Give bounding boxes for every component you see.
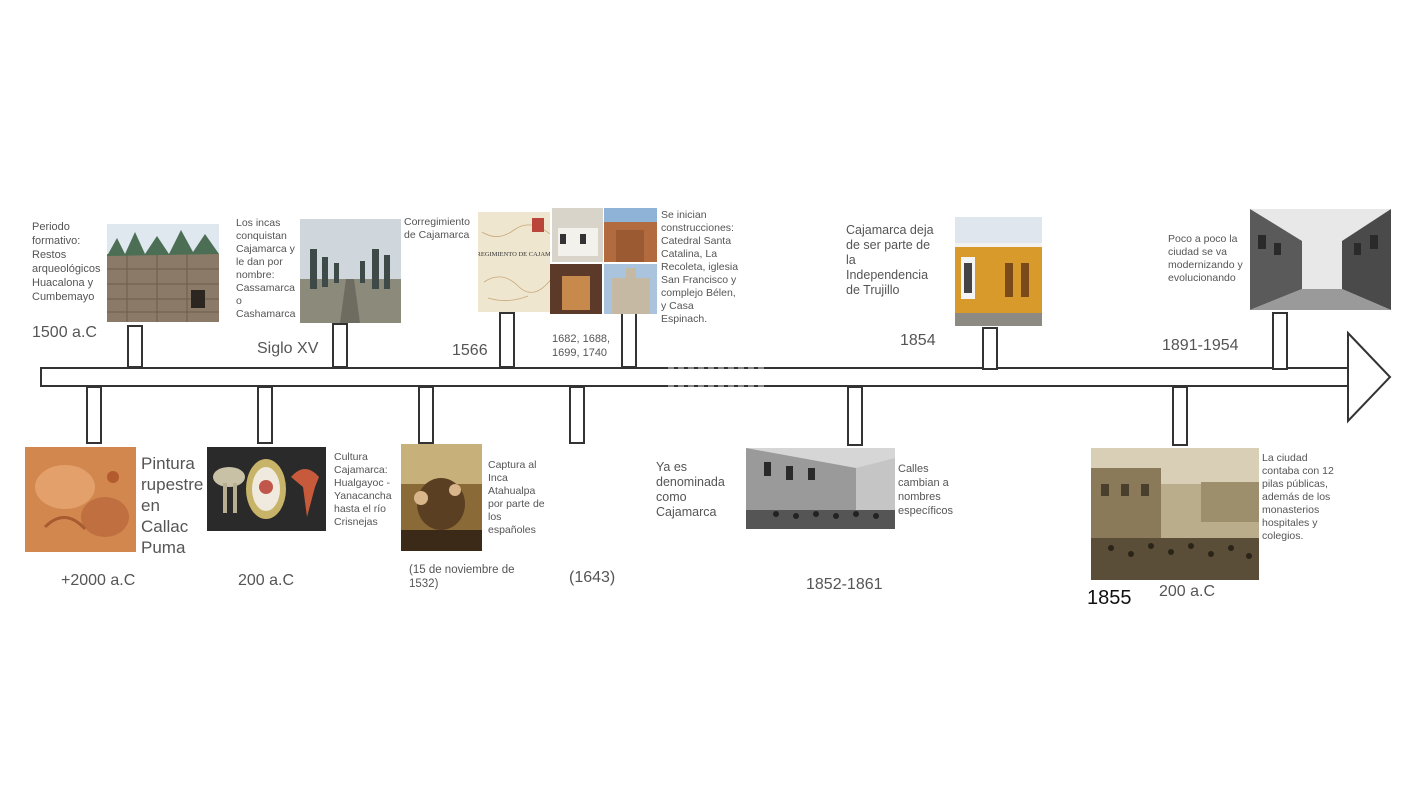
tick-bottom-1 [86, 386, 102, 444]
image-yellow-colonial-house [955, 217, 1042, 326]
event-top-2-date: Siglo XV [257, 340, 319, 357]
event-top-4-text: Se inician construcciones: Catedral Sant… [661, 209, 739, 325]
event-top-1-text: Periodo formativo: Restos arqueológicos … [32, 221, 101, 303]
event-top-5-date: 1854 [900, 332, 936, 349]
tick-bottom-5 [847, 386, 863, 446]
tick-top-3 [499, 312, 515, 368]
event-bottom-6-text: La ciudad contaba con 12 pilas públicas,… [1262, 452, 1334, 542]
event-top-6-date: 1891-1954 [1162, 337, 1239, 354]
event-top-4-date: 1682, 1688, 1699, 1740 [552, 333, 611, 359]
event-bottom-2-date: 200 a.C [238, 572, 295, 589]
tick-top-1 [127, 325, 143, 368]
image-inca-statues [300, 219, 401, 323]
corregimiento-map-title: CORREGIMIENTO DE CAJAMARCA [478, 251, 554, 258]
image-capture-atahualpa-painting [401, 444, 482, 551]
tick-top-4 [621, 312, 637, 368]
tick-bottom-3 [418, 386, 434, 444]
faint-marks [668, 367, 764, 387]
event-top-5-text: Cajamarca deja de ser parte de la Indepe… [846, 223, 934, 297]
image-corregimiento-map: CORREGIMIENTO DE CAJAMARCA [478, 212, 554, 312]
timeline-arrowhead [1347, 330, 1392, 424]
event-bottom-1-date: +2000 a.C [61, 572, 136, 589]
event-bottom-1-text: Pintura rupestre en Callac Puma [141, 454, 204, 557]
event-bottom-6-date: 200 a.C [1159, 583, 1216, 600]
event-bottom-5-date: 1852-1861 [806, 576, 883, 593]
image-street-crowd-bw [746, 448, 895, 529]
event-top-3-text: Corregimiento de Cajamarca [404, 216, 470, 241]
image-stone-wall [107, 224, 219, 322]
image-rock-painting [25, 447, 136, 552]
image-old-street-bw [1250, 209, 1391, 310]
tick-top-2 [332, 323, 348, 368]
image-plaza-crowd-sepia [1091, 448, 1259, 580]
event-bottom-2-text: Cultura Cajamarca: Hualgayoc - Yanacanch… [334, 451, 392, 528]
event-bottom-3-text: Captura al Inca Atahualpa por parte de l… [488, 459, 545, 536]
image-colonial-churches [550, 208, 657, 314]
event-top-3-date: 1566 [452, 342, 488, 359]
event-bottom-4-text: Ya es denominada como Cajamarca [656, 460, 725, 519]
event-bottom-5-text: Calles cambian a nombres específicos [898, 463, 954, 517]
event-bottom-3-date: (15 de noviembre de 1532) [409, 564, 515, 590]
event-bottom-6-date-extra: 1855 [1087, 587, 1132, 609]
tick-bottom-6 [1172, 386, 1188, 446]
tick-top-5 [982, 327, 998, 370]
event-top-2-text: Los incas conquistan Cajamarca y le dan … [236, 217, 296, 320]
image-cajamarca-ceramics [207, 447, 326, 531]
tick-top-6 [1272, 312, 1288, 370]
event-bottom-4-date: (1643) [569, 569, 616, 586]
tick-bottom-2 [257, 386, 273, 444]
event-top-6-text: Poco a poco la ciudad se va modernizando… [1168, 233, 1243, 284]
tick-bottom-4 [569, 386, 585, 444]
event-top-1-date: 1500 a.C [32, 324, 97, 341]
